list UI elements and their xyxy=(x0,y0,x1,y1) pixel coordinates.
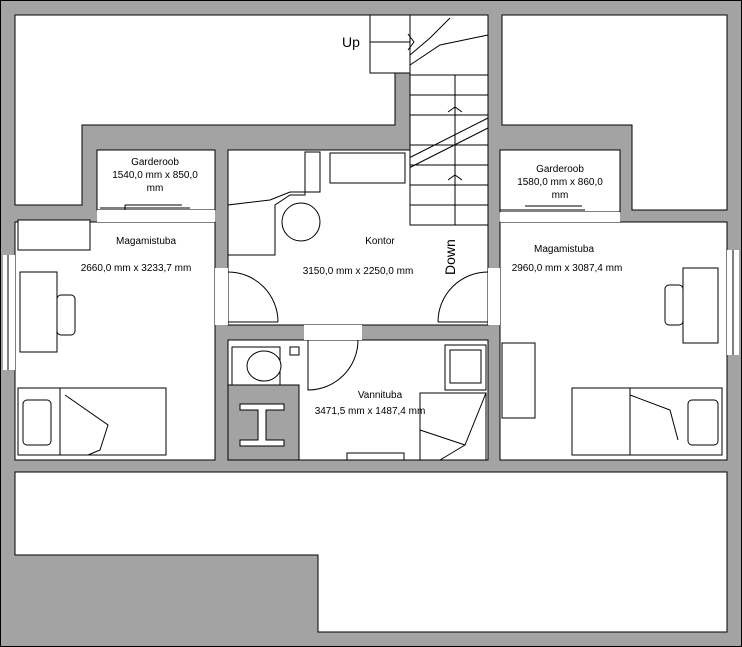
door-gap-left xyxy=(215,268,228,325)
dim-vannituba: 3471,5 mm x 1487,4 mm xyxy=(315,406,426,417)
window-left xyxy=(3,255,15,370)
dim-magamistuba-right: 2960,0 mm x 3087,4 mm xyxy=(512,263,623,274)
svg-text:Garderoob: Garderoob xyxy=(536,164,584,175)
label-magamistuba-left: Magamistuba xyxy=(116,236,176,247)
dim-kontor: 3150,0 mm x 2250,0 mm xyxy=(303,266,414,277)
label-vannituba: Vannituba xyxy=(358,390,403,401)
door-bath[interactable] xyxy=(307,339,359,391)
svg-text:Garderoob: Garderoob xyxy=(131,157,179,168)
svg-text:1580,0 mm x 860,0: 1580,0 mm x 860,0 xyxy=(517,177,603,188)
attic-bottom xyxy=(14,471,728,633)
label-garderoob-left: Garderoob 1540,0 mm x 850,0 mm xyxy=(112,157,198,194)
staircase xyxy=(369,14,489,226)
door-gap-right xyxy=(488,268,500,325)
stair-down-label: Down xyxy=(442,239,458,275)
label-magamistuba-right: Magamistuba xyxy=(534,244,594,255)
sliding-door-right[interactable] xyxy=(500,205,585,211)
svg-text:mm: mm xyxy=(552,190,569,201)
label-kontor: Kontor xyxy=(365,236,395,247)
closet-opening-right xyxy=(500,212,620,222)
svg-text:1540,0 mm x 850,0: 1540,0 mm x 850,0 xyxy=(112,170,198,181)
furniture xyxy=(17,151,723,461)
label-garderoob-right: Garderoob 1580,0 mm x 860,0 mm xyxy=(517,164,603,201)
sliding-door-left[interactable] xyxy=(100,204,190,210)
door-gap-bath xyxy=(304,325,362,340)
garderoob-left xyxy=(96,149,216,211)
attic-top-right xyxy=(501,14,728,211)
garderoob-right xyxy=(499,149,621,213)
dim-magamistuba-left: 2660,0 mm x 3233,7 mm xyxy=(81,263,192,274)
stair-up-label: Up xyxy=(342,34,360,50)
closet-opening-left xyxy=(97,210,215,222)
svg-text:mm: mm xyxy=(147,183,164,194)
door-left[interactable] xyxy=(227,271,279,323)
door-right[interactable] xyxy=(437,271,489,323)
